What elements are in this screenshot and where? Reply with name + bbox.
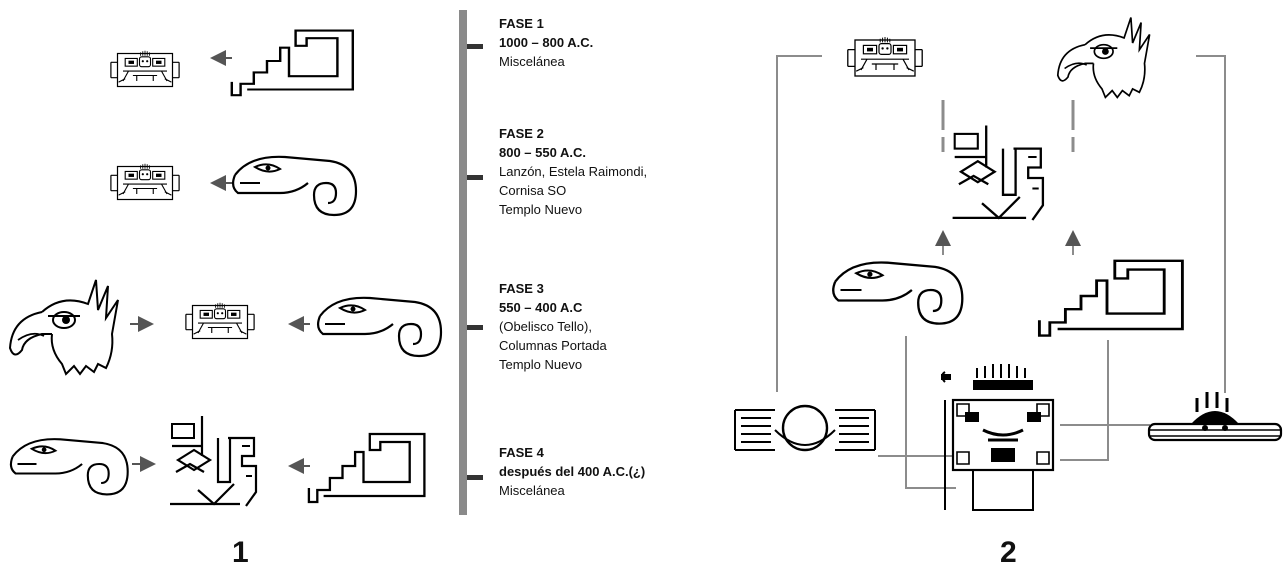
feline-glyph bbox=[111, 164, 179, 200]
feline-glyph bbox=[111, 51, 179, 87]
serpent-glyph bbox=[318, 298, 441, 356]
panel-number-1: 1 bbox=[232, 536, 249, 570]
panel-1 bbox=[10, 31, 441, 506]
serpent-glyph bbox=[233, 157, 356, 215]
phase-title: FASE 4 bbox=[499, 443, 645, 462]
serpent-glyph bbox=[833, 263, 962, 324]
fret-glyph bbox=[309, 434, 425, 502]
eagle-glyph bbox=[1058, 17, 1150, 97]
composite-glyph bbox=[170, 416, 256, 506]
phase-notes: Lanzón, Estela Raimondi, Cornisa SO Temp… bbox=[499, 162, 647, 219]
timeline-tick bbox=[467, 175, 483, 180]
fret-glyph bbox=[1039, 261, 1182, 336]
timeline-tick bbox=[467, 475, 483, 480]
connector bbox=[1060, 340, 1108, 460]
bound-face-glyph bbox=[1149, 392, 1281, 440]
phase-title: FASE 3 bbox=[499, 279, 607, 298]
phase-title: FASE 1 bbox=[499, 14, 593, 33]
fret-glyph bbox=[232, 31, 353, 96]
connector bbox=[906, 336, 956, 488]
eagle-glyph bbox=[10, 280, 118, 374]
bound-ring-glyph bbox=[735, 406, 875, 450]
timeline bbox=[459, 10, 483, 515]
connector bbox=[777, 56, 822, 392]
feline-glyph bbox=[848, 37, 922, 76]
phase-notes: (Obelisco Tello), Columnas Portada Templ… bbox=[499, 317, 607, 374]
phase-4: FASE 4 después del 400 A.C.(¿) Misceláne… bbox=[499, 443, 645, 500]
timeline-tick bbox=[467, 44, 483, 49]
timeline-tick bbox=[467, 325, 483, 330]
panel-number-2: 2 bbox=[1000, 536, 1017, 570]
phase-2: FASE 2 800 – 550 A.C. Lanzón, Estela Rai… bbox=[499, 124, 647, 219]
phase-notes: Miscelánea bbox=[499, 52, 593, 71]
panel-2 bbox=[735, 17, 1281, 510]
staff-figure-glyph bbox=[941, 364, 1053, 510]
phase-dates: 800 – 550 A.C. bbox=[499, 143, 647, 162]
serpent-glyph bbox=[11, 439, 128, 494]
phase-1: FASE 1 1000 – 800 A.C. Miscelánea bbox=[499, 14, 593, 71]
phase-dates: 1000 – 800 A.C. bbox=[499, 33, 593, 52]
phase-dates: 550 – 400 A.C bbox=[499, 298, 607, 317]
composite-glyph bbox=[953, 126, 1043, 221]
phase-notes: Miscelánea bbox=[499, 481, 645, 500]
connector bbox=[1196, 56, 1225, 393]
feline-glyph bbox=[186, 303, 254, 339]
phase-3: FASE 3 550 – 400 A.C (Obelisco Tello), C… bbox=[499, 279, 607, 374]
phase-dates: después del 400 A.C.(¿) bbox=[499, 462, 645, 481]
timeline-bar bbox=[459, 10, 467, 515]
phase-title: FASE 2 bbox=[499, 124, 647, 143]
